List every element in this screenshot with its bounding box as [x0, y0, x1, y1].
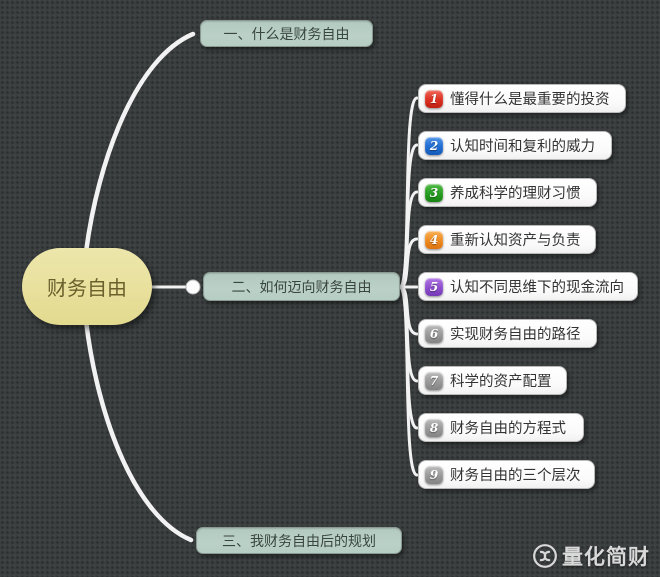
link-branch2-sub3 — [398, 190, 419, 289]
subtopic-label: 财务自由的方程式 — [450, 421, 566, 437]
link-branch2-sub9 — [398, 285, 419, 477]
subtopic-node-5[interactable]: 5 认知不同思维下的现金流向 — [418, 272, 638, 301]
subtopic-node-4[interactable]: 4 重新认知资产与负责 — [418, 225, 596, 254]
watermark-text: 量化简财 — [562, 546, 650, 569]
number-badge-icon: 8 — [425, 418, 443, 437]
subtopic-label: 科学的资产配置 — [450, 374, 552, 390]
link-root-branch3 — [83, 318, 194, 543]
subtopic-label: 懂得什么是最重要的投资 — [450, 92, 610, 108]
subtopic-node-7[interactable]: 7 科学的资产配置 — [418, 366, 567, 395]
subtopic-node-2[interactable]: 2 认知时间和复利的威力 — [418, 131, 612, 160]
watermark: 量化简财 — [532, 541, 650, 571]
number-badge-icon: 5 — [425, 277, 443, 296]
subtopic-node-8[interactable]: 8 财务自由的方程式 — [418, 413, 584, 442]
subtopic-label: 认知不同思维下的现金流向 — [450, 280, 624, 296]
link-root-branch1 — [83, 31, 196, 255]
link-branch2-sub6 — [398, 285, 419, 336]
link-branch2-sub2 — [398, 143, 419, 289]
subtopic-label: 重新认知资产与负责 — [450, 233, 581, 249]
branch-node-label: 三、我财务自由后的规划 — [222, 532, 376, 549]
link-branch2-sub4 — [398, 237, 419, 289]
root-node[interactable]: 财务自由 — [22, 248, 152, 325]
subtopic-node-3[interactable]: 3 养成科学的理财习惯 — [418, 178, 597, 207]
number-badge-icon: 2 — [425, 136, 443, 155]
number-badge-icon: 4 — [425, 230, 443, 249]
brand-logo-icon — [533, 544, 557, 568]
link-branch2-sub7 — [398, 285, 419, 383]
root-node-label: 财务自由 — [47, 278, 127, 300]
subtopic-node-9[interactable]: 9 财务自由的三个层次 — [418, 460, 595, 489]
subtopic-node-1[interactable]: 1 懂得什么是最重要的投资 — [418, 84, 626, 113]
branch-node-label: 二、如何迈向财务自由 — [231, 278, 372, 295]
branch-node-plan-after-financial-freedom[interactable]: 三、我财务自由后的规划 — [196, 527, 402, 554]
branch-node-what-is-financial-freedom[interactable]: 一、什么是财务自由 — [200, 20, 373, 47]
subtopic-label: 认知时间和复利的威力 — [450, 139, 595, 155]
number-badge-icon: 3 — [425, 183, 443, 202]
number-badge-icon: 9 — [425, 465, 443, 484]
number-badge-icon: 6 — [425, 324, 443, 343]
branch-node-how-to-reach-financial-freedom[interactable]: 二、如何迈向财务自由 — [203, 272, 400, 301]
number-badge-icon: 1 — [425, 89, 443, 108]
subtopic-label: 养成科学的理财习惯 — [450, 186, 581, 202]
link-branch2-sub1 — [398, 96, 419, 289]
branch-node-label: 一、什么是财务自由 — [223, 25, 350, 42]
number-badge-icon: 7 — [425, 371, 443, 390]
subtopic-node-6[interactable]: 6 实现财务自由的路径 — [418, 319, 597, 348]
link-branch2-sub8 — [398, 285, 419, 430]
subtopic-label: 财务自由的三个层次 — [450, 468, 581, 484]
subtopic-label: 实现财务自由的路径 — [450, 327, 581, 343]
collapse-handle[interactable] — [185, 279, 201, 295]
